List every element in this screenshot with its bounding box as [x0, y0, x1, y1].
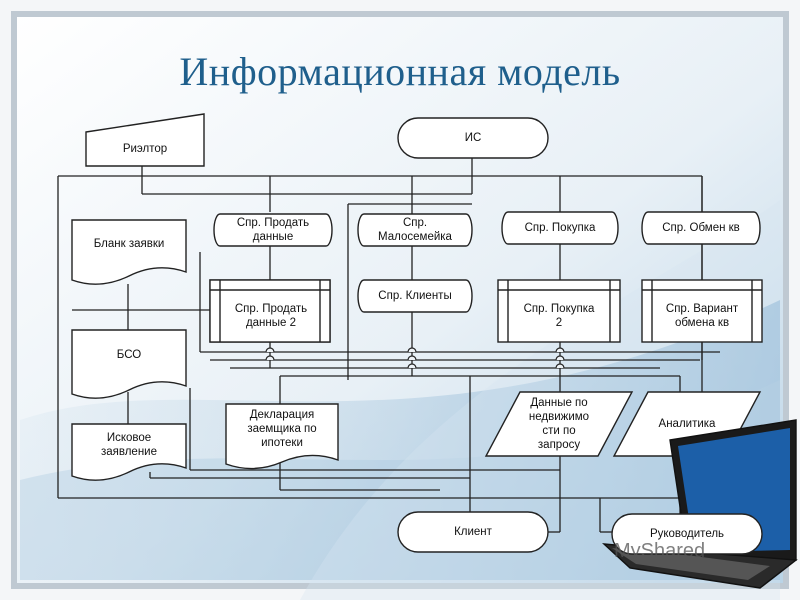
bso-node [71, 329, 187, 399]
small-family-label: Спр. Малосемейка [378, 217, 452, 243]
buy-node [501, 211, 619, 245]
sell-data-node [213, 213, 333, 247]
buy2-label: Спр. Покупка 2 [523, 303, 595, 329]
small-family-node [357, 213, 473, 247]
exchange-label: Спр. Обмен кв [662, 222, 740, 234]
realty-data-node [484, 391, 634, 457]
sell-data2-label: Спр. Продать данные 2 [234, 303, 308, 329]
exchange-node [641, 211, 761, 245]
buy-label: Спр. Покупка [524, 222, 596, 234]
realtor-node [85, 113, 205, 167]
is-label: ИС [464, 132, 482, 144]
clients-node [357, 279, 473, 313]
wave-decoration [20, 300, 780, 580]
blank-label: Бланк заявки [93, 238, 165, 250]
declaration-node [225, 403, 339, 470]
is-node [397, 117, 549, 159]
declaration-label: Декларация заемщика по ипотеки [247, 409, 317, 449]
exchange-variant-label: Спр. Вариант обмена кв [665, 303, 739, 329]
manager-node [611, 513, 763, 555]
sell-data-label: Спр. Продать данные [236, 217, 310, 243]
claim-label: Исковое заявление [100, 432, 158, 458]
bso-label: БСО [116, 349, 142, 361]
page-title: Информационная модель [179, 49, 621, 94]
analytics-label: Аналитика [658, 418, 716, 430]
realtor-label: Риэлтор [122, 143, 168, 155]
claim-node [71, 423, 187, 481]
line-crossings [265, 347, 565, 369]
connector-lines [57, 158, 720, 533]
blank-node [71, 219, 187, 285]
realty-data-label: Данные по недвижимо сти по запросу [528, 397, 590, 451]
manager-label: Руководитель [649, 528, 725, 540]
client-label: Клиент [454, 526, 492, 538]
client-node [397, 511, 549, 553]
clients-label: Спр. Клиенты [378, 290, 452, 302]
watermark: MyShared [614, 540, 706, 562]
